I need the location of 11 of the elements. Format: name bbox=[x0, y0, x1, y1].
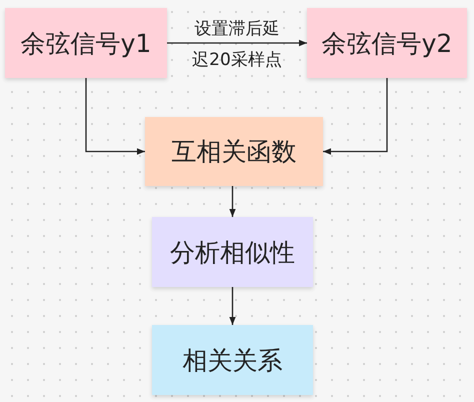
arrow bbox=[323, 78, 388, 155]
arrow bbox=[229, 186, 236, 217]
process-box: 余弦信号y1 bbox=[5, 8, 167, 78]
arrow bbox=[167, 40, 307, 46]
process-box: 相关关系 bbox=[152, 325, 313, 395]
edge-label: 设置滞后延迟20采样点 bbox=[192, 18, 282, 72]
process-box: 余弦信号y2 bbox=[307, 8, 467, 78]
arrow bbox=[229, 287, 236, 325]
arrow bbox=[85, 78, 145, 155]
process-box: 分析相似性 bbox=[152, 217, 313, 287]
process-box: 互相关函数 bbox=[145, 117, 323, 186]
